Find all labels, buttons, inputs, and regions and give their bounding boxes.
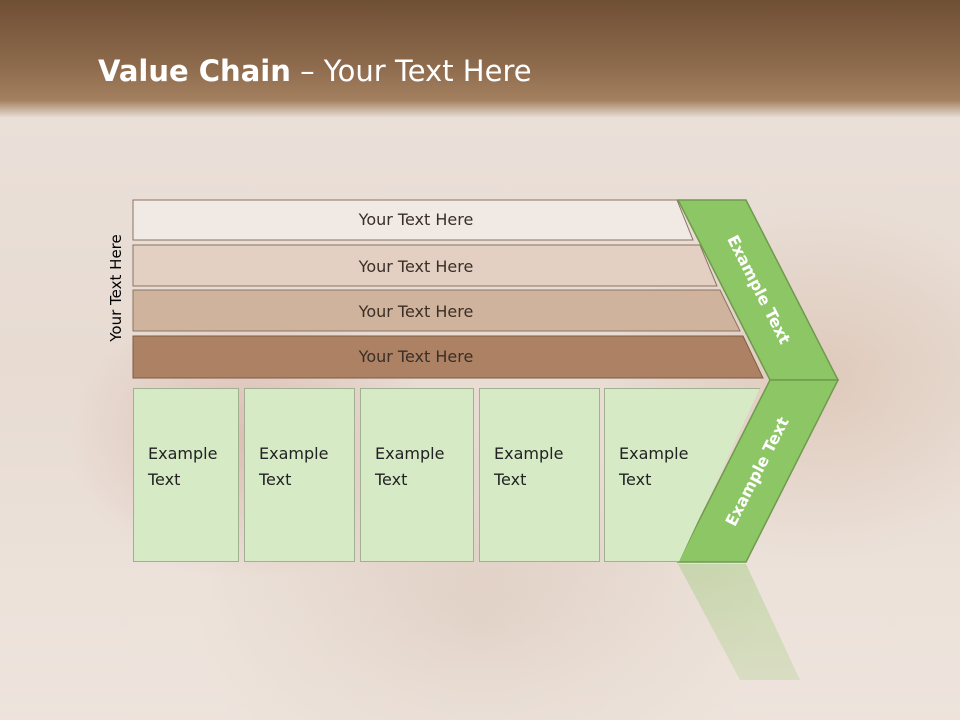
- bar-2: [132, 244, 718, 287]
- bar-4-label: Your Text Here: [358, 347, 474, 366]
- cell-4-reflection: [479, 562, 600, 712]
- bar-4: [132, 335, 764, 379]
- title-rest: – Your Text Here: [290, 54, 532, 88]
- cell-3-text: Example Text: [375, 441, 444, 493]
- cell-1: Example Text: [133, 388, 239, 562]
- cell-2-line1: Example: [259, 444, 329, 463]
- cell-1-line2: Text: [148, 470, 181, 489]
- header-band: [0, 0, 960, 118]
- title-bold: Value Chain: [98, 54, 291, 88]
- cell-1-reflection: [133, 562, 239, 712]
- bar-3-label: Your Text Here: [358, 302, 474, 321]
- bar-1-label: Your Text Here: [358, 210, 474, 229]
- cell-4-text: Example Text: [494, 441, 563, 493]
- cell-2-line2: Text: [259, 470, 292, 489]
- cell-3: Example Text: [360, 388, 474, 562]
- slide-title: Value Chain – Your Text Here: [98, 54, 532, 88]
- bar-3: [132, 289, 741, 332]
- cell-4: Example Text: [479, 388, 600, 562]
- bar-2-label: Your Text Here: [358, 257, 474, 276]
- cell-2-reflection: [244, 562, 355, 712]
- cell-3-reflection: [360, 562, 474, 712]
- cell-2-text: Example Text: [259, 441, 328, 493]
- cell-1-line1: Example: [148, 444, 218, 463]
- cell-5-text: Example Text: [619, 441, 688, 493]
- chevron-reflection: [678, 564, 800, 680]
- cell-2: Example Text: [244, 388, 355, 562]
- cell-4-line1: Example: [494, 444, 564, 463]
- cell-5-reflection: [604, 562, 678, 712]
- cell-5-line2: Text: [619, 470, 652, 489]
- cell-3-line1: Example: [375, 444, 445, 463]
- bar-1: [132, 199, 694, 241]
- cell-3-line2: Text: [375, 470, 408, 489]
- cell-1-text: Example Text: [148, 441, 217, 493]
- cell-5-line1: Example: [619, 444, 689, 463]
- cell-4-line2: Text: [494, 470, 527, 489]
